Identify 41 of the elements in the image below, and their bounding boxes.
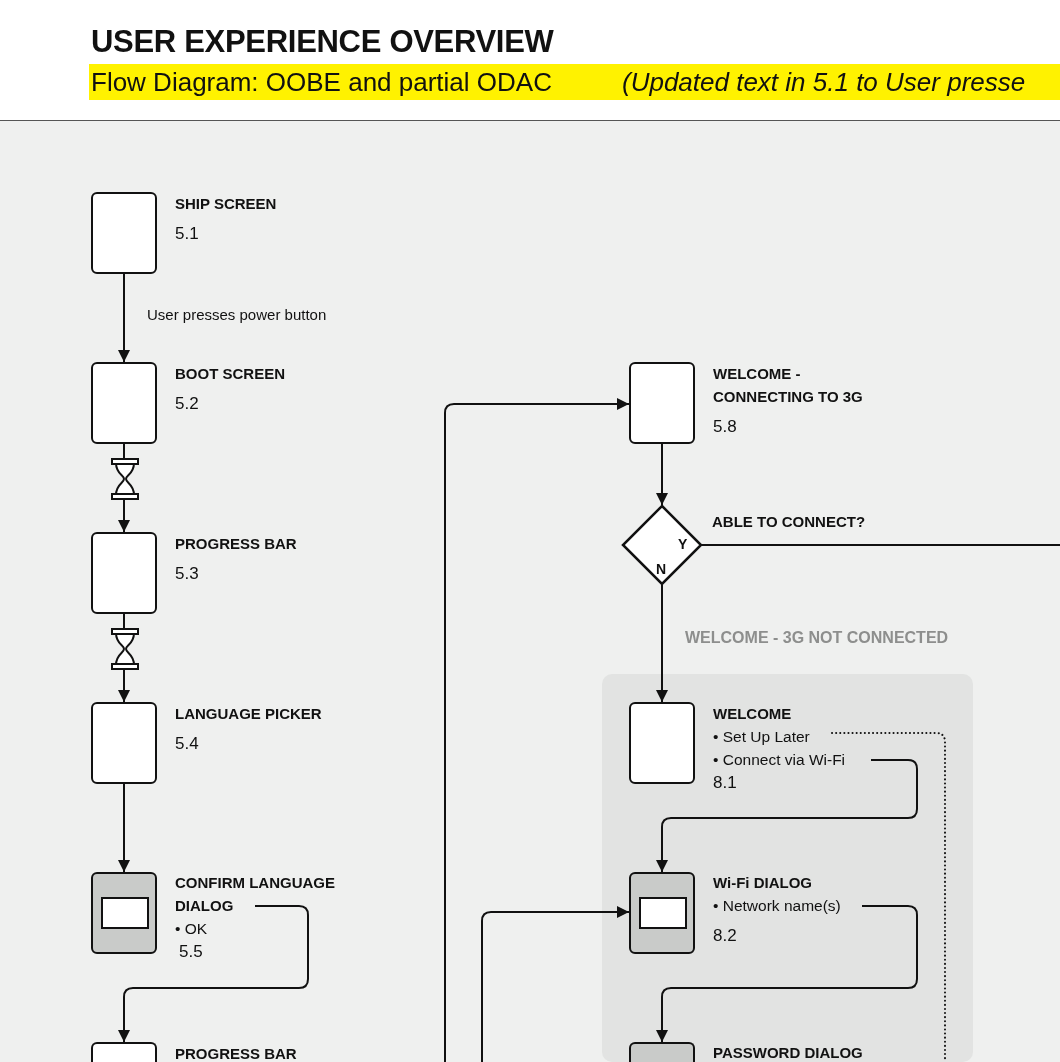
screen-title: SHIP SCREEN	[175, 194, 277, 214]
branch-label: N	[656, 561, 667, 577]
arrow	[656, 759, 918, 873]
option-text: • Network name(s)	[713, 896, 841, 916]
screen-number: 5.1	[175, 223, 199, 245]
arrow	[656, 443, 668, 506]
arrow	[118, 273, 130, 363]
screen-number: 5.4	[175, 733, 199, 755]
screen-number: 5.3	[175, 563, 199, 585]
screen-title: CONFIRM LANGUAGE DIALOG	[175, 873, 336, 916]
screen-title: WELCOME - CONNECTING TO 3G	[713, 364, 864, 407]
arrow	[656, 584, 668, 703]
screen-title: Wi-Fi DIALOG	[713, 873, 813, 893]
connector-line	[701, 544, 1060, 546]
screen-title: PROGRESS BAR	[175, 534, 297, 554]
screen-title: WELCOME	[713, 704, 792, 724]
dotted-connector	[831, 732, 946, 1062]
screen-title: LANGUAGE PICKER	[175, 704, 322, 724]
option-text: • OK	[175, 919, 208, 939]
screen-number: 5.5	[179, 941, 203, 963]
edge-label: User presses power button	[147, 306, 327, 324]
screen-number: 8.1	[713, 772, 737, 794]
screen-number: 5.2	[175, 393, 199, 415]
arrow	[118, 905, 309, 1043]
arrow	[118, 783, 130, 873]
arrow	[444, 398, 630, 1062]
subtitle-text: Flow Diagram: OOBE and partial ODAC	[91, 66, 552, 98]
group-heading: WELCOME - 3G NOT CONNECTED	[685, 629, 949, 647]
screen-title: PROGRESS BAR	[175, 1044, 297, 1062]
arrow	[481, 906, 630, 1062]
option-text: • Connect via Wi-Fi	[713, 750, 846, 770]
screen-title: BOOT SCREEN	[175, 364, 285, 384]
decision-label: ABLE TO CONNECT?	[712, 513, 866, 530]
screen-title: PASSWORD DIALOG	[713, 1043, 863, 1062]
screen-number: 8.2	[713, 925, 737, 947]
option-text: • Set Up Later	[713, 727, 810, 747]
branch-label: Y	[678, 536, 688, 552]
subtitle-text: (Updated text in 5.1 to User presse	[622, 66, 1026, 98]
screen-number: 5.8	[713, 416, 737, 438]
title: USER EXPERIENCE OVERVIEW	[91, 24, 554, 60]
arrow	[656, 905, 918, 1043]
